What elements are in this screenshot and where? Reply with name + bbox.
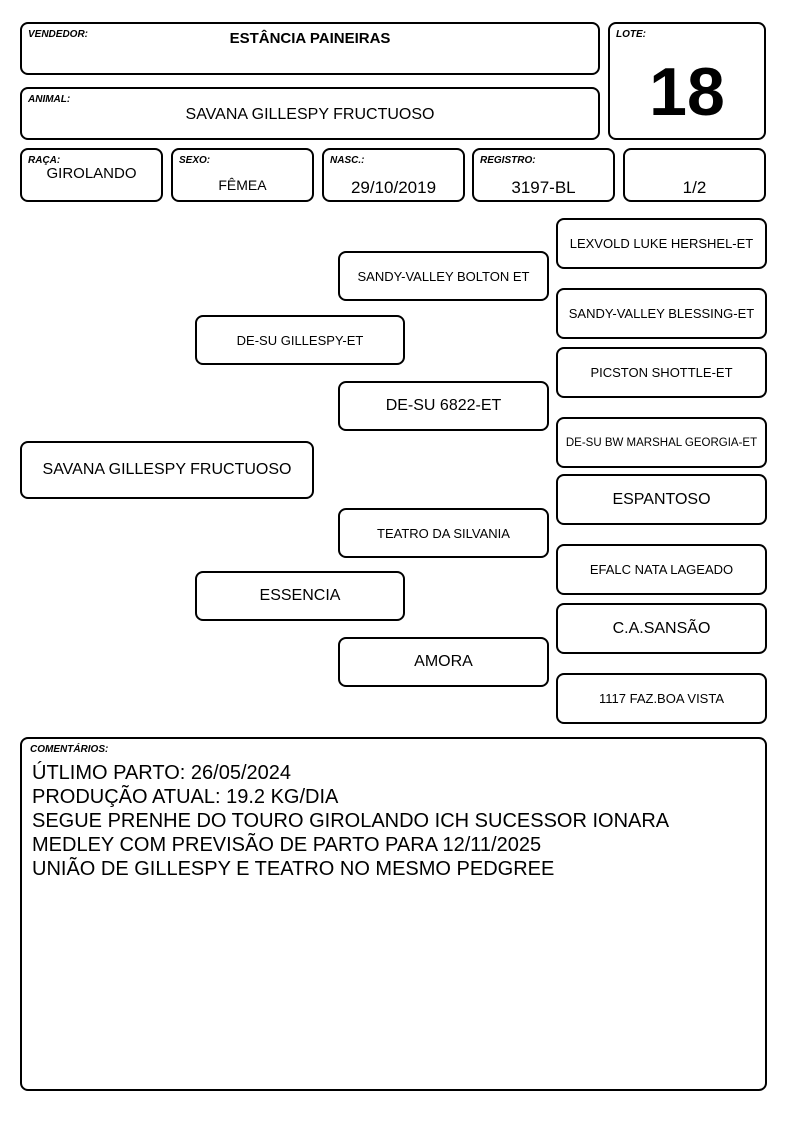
comments-text: ÚTLIMO PARTO: 26/05/2024 PRODUÇÃO ATUAL:… — [32, 761, 755, 881]
fraction-box: 1/2 — [623, 148, 766, 202]
registro-box: REGISTRO: 3197-BL — [472, 148, 615, 202]
pedigree-dam-dam: AMORA — [338, 637, 549, 687]
pedigree-ggp-8: 1117 FAZ.BOA VISTA — [556, 673, 767, 724]
comment-line: MEDLEY COM PREVISÃO DE PARTO PARA 12/11/… — [32, 834, 542, 856]
pedigree-sire-sire: SANDY-VALLEY BOLTON ET — [338, 251, 549, 301]
raca-label: RAÇA: — [28, 155, 61, 166]
registro-label: REGISTRO: — [480, 155, 536, 166]
sexo-box: SEXO: FÊMEA — [171, 148, 314, 202]
comments-box: COMENTÁRIOS: ÚTLIMO PARTO: 26/05/2024 PR… — [20, 737, 767, 1091]
animal-label: ANIMAL: — [28, 94, 71, 105]
pedigree-ggp-2: SANDY-VALLEY BLESSING-ET — [556, 288, 767, 339]
nasc-box: NASC.: 29/10/2019 — [322, 148, 465, 202]
pedigree-ggp-1: LEXVOLD LUKE HERSHEL-ET — [556, 218, 767, 269]
lote-number: 18 — [649, 54, 725, 130]
comment-line: PRODUÇÃO ATUAL: 19.2 KG/DIA — [32, 786, 339, 808]
pedigree-ggp-5: ESPANTOSO — [556, 474, 767, 525]
pedigree-sire: DE-SU GILLESPY-ET — [195, 315, 405, 365]
comments-label: COMENTÁRIOS: — [30, 744, 109, 755]
vendedor-label: VENDEDOR: — [28, 29, 89, 40]
comment-line: SEGUE PRENHE DO TOURO GIROLANDO ICH SUCE… — [32, 810, 670, 832]
pedigree-ggp-3: PICSTON SHOTTLE-ET — [556, 347, 767, 398]
registro-value: 3197-BL — [511, 178, 576, 197]
comment-line: UNIÃO DE GILLESPY E TEATRO NO MESMO PEDG… — [32, 858, 555, 880]
sexo-label: SEXO: — [179, 155, 211, 166]
pedigree-ggp-6: EFALC NATA LAGEADO — [556, 544, 767, 595]
lote-label: LOTE: — [616, 29, 646, 40]
nasc-value: 29/10/2019 — [350, 178, 437, 197]
vendedor-box: VENDEDOR: ESTÂNCIA PAINEIRAS — [20, 22, 600, 75]
comment-line: ÚTLIMO PARTO: 26/05/2024 — [32, 762, 292, 784]
sexo-value: FÊMEA — [218, 177, 267, 193]
animal-name: SAVANA GILLESPY FRUCTUOSO — [185, 106, 435, 123]
lote-box: LOTE: 18 — [608, 22, 766, 140]
pedigree-ggp-7: C.A.SANSÃO — [556, 603, 767, 654]
animal-box: ANIMAL: SAVANA GILLESPY FRUCTUOSO — [20, 87, 600, 140]
fraction-value: 1/2 — [682, 178, 707, 197]
pedigree-sire-dam: DE-SU 6822-ET — [338, 381, 549, 431]
pedigree-dam-sire: TEATRO DA SILVANIA — [338, 508, 549, 558]
nasc-label: NASC.: — [330, 155, 365, 166]
pedigree-ggp-4: DE-SU BW MARSHAL GEORGIA-ET — [556, 417, 767, 468]
raca-box: RAÇA: GIROLANDO — [20, 148, 163, 202]
raca-value: GIROLANDO — [46, 165, 137, 182]
pedigree-dam: ESSENCIA — [195, 571, 405, 621]
pedigree-animal: SAVANA GILLESPY FRUCTUOSO — [20, 441, 314, 499]
vendedor-value: ESTÂNCIA PAINEIRAS — [229, 30, 391, 47]
